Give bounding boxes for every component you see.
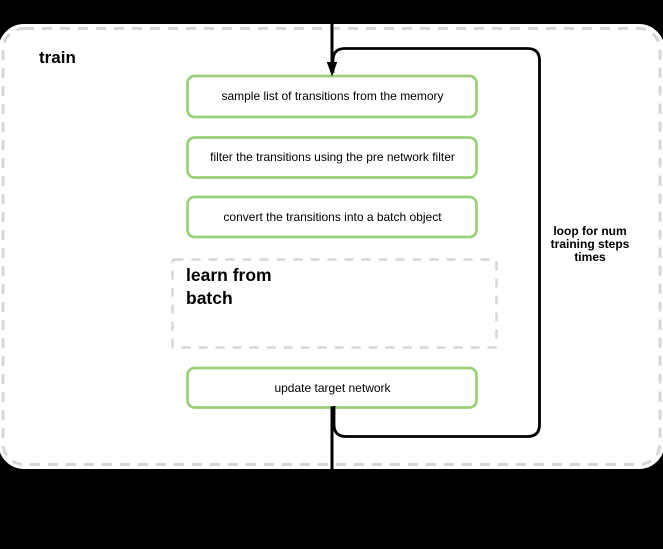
- subprocess-label: learn from batch: [186, 265, 272, 308]
- step-label-update-target-network: update target network: [274, 381, 391, 395]
- container-title: train: [39, 48, 76, 67]
- step-box-filter-transitions: [186, 136, 478, 179]
- loop-annotation: loop for num training steps times: [550, 224, 630, 264]
- subprocess-box: [171, 258, 498, 349]
- step-box-convert-batch: [186, 195, 478, 239]
- step-label-filter-transitions: filter the transitions using the pre net…: [210, 150, 455, 164]
- step-label-convert-batch: convert the transitions into a batch obj…: [223, 210, 442, 224]
- step-label-sample-transitions: sample list of transitions from the memo…: [221, 89, 444, 103]
- arrowhead-down-icon: [326, 62, 338, 77]
- loop-boundary: [331, 47, 541, 438]
